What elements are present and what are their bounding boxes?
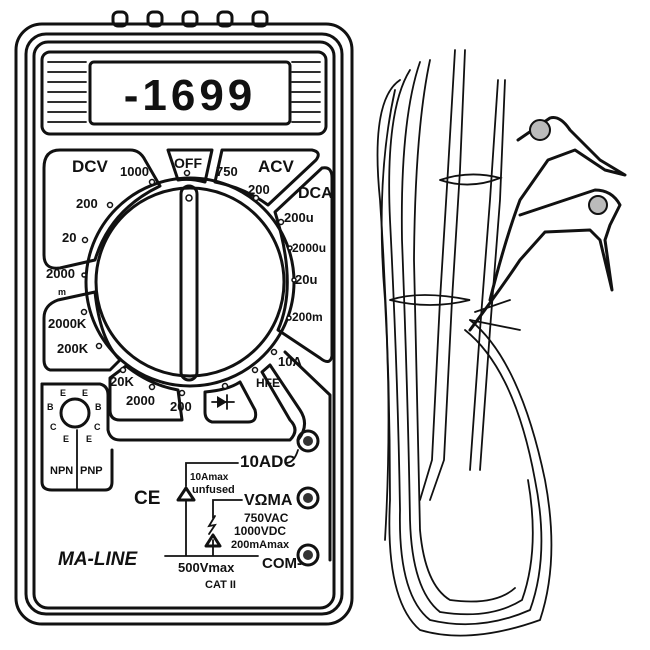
meter-body — [14, 22, 354, 626]
label-ohm-2000: 2000 — [126, 393, 155, 408]
label-acv-750: 750 — [216, 164, 238, 179]
warning-triangle-icon — [176, 486, 196, 502]
label-hfe: HFE — [256, 376, 280, 390]
lightning-icon — [207, 515, 217, 535]
label-ohm-20k: 20K — [110, 374, 134, 389]
label-npn: NPN — [50, 465, 73, 477]
banana-plug-2 — [468, 188, 622, 332]
display-frame — [40, 50, 328, 136]
label-500vmax: 500Vmax — [178, 560, 235, 575]
label-com: COM- — [262, 555, 302, 572]
pin-left-e: E — [60, 388, 66, 398]
diode-icon — [211, 394, 235, 410]
jack-10adc[interactable] — [296, 429, 320, 453]
dial-labels: DCV 1000 OFF 750 ACV 200 DCA 200u 2000u … — [46, 155, 333, 414]
jack-labels: 10ADC 10Amax unfused CE VΩMA 750VAC 1000… — [134, 449, 302, 591]
dial-knob-pointer[interactable] — [179, 184, 199, 382]
label-vma: VΩMA — [244, 492, 293, 509]
top-bumps — [111, 10, 269, 28]
label-dcv-1000: 1000 — [120, 164, 149, 179]
pin-right-b: B — [95, 402, 102, 412]
label-cat2: CAT II — [205, 579, 236, 591]
range-dots — [80, 169, 297, 397]
label-dca-20u: 20u — [295, 272, 317, 287]
pin-right-e: E — [82, 388, 88, 398]
warning-triangle-icon-2 — [204, 533, 222, 548]
label-dcv-20: 20 — [62, 230, 76, 245]
label-dca-2000u: 2000u — [292, 241, 326, 255]
label-10amax: 10Amax — [190, 472, 229, 483]
label-off: OFF — [174, 155, 202, 171]
rotary-dial[interactable] — [84, 176, 296, 388]
label-acv: ACV — [258, 157, 295, 176]
label-750vac: 750VAC — [244, 511, 289, 525]
label-dca: DCA — [298, 185, 333, 202]
label-dca-200u: 200u — [284, 210, 314, 225]
label-200mamax: 200mAmax — [231, 539, 290, 551]
label-unfused: unfused — [192, 484, 235, 496]
label-10a: 10A — [278, 354, 302, 369]
label-dcv-2000m: 2000 — [46, 266, 75, 281]
pin-left-c: C — [50, 422, 57, 432]
label-1000vdc: 1000VDC — [234, 524, 286, 538]
label-dcv-200: 200 — [76, 196, 98, 211]
label-ohm-2000k: 2000K — [48, 316, 87, 331]
label-ohm-200: 200 — [170, 399, 192, 414]
label-dcv-m: m — [58, 287, 66, 297]
label-dca-200m: 200m — [292, 310, 323, 324]
label-ce: CE — [134, 488, 160, 509]
jack-com[interactable] — [296, 543, 320, 567]
pin-right-c: C — [94, 422, 101, 432]
label-pnp: PNP — [80, 465, 103, 477]
label-acv-200: 200 — [248, 182, 270, 197]
transistor-socket[interactable]: E B C E E B C E NPN PNP — [47, 388, 103, 477]
banana-plug-1 — [488, 116, 627, 302]
label-ohm-200k: 200K — [57, 341, 89, 356]
lcd-screen — [88, 60, 292, 126]
pin-left-e2: E — [63, 434, 69, 444]
label-10adc: 10ADC — [240, 452, 296, 471]
test-leads — [376, 49, 553, 637]
lcd-reading: -1699 — [124, 71, 257, 120]
jack-vma[interactable] — [296, 486, 320, 510]
pin-left-b: B — [47, 402, 54, 412]
pin-right-e2: E — [86, 434, 92, 444]
brand-logo: MA-LINE — [58, 549, 138, 570]
label-dcv: DCV — [72, 157, 109, 176]
